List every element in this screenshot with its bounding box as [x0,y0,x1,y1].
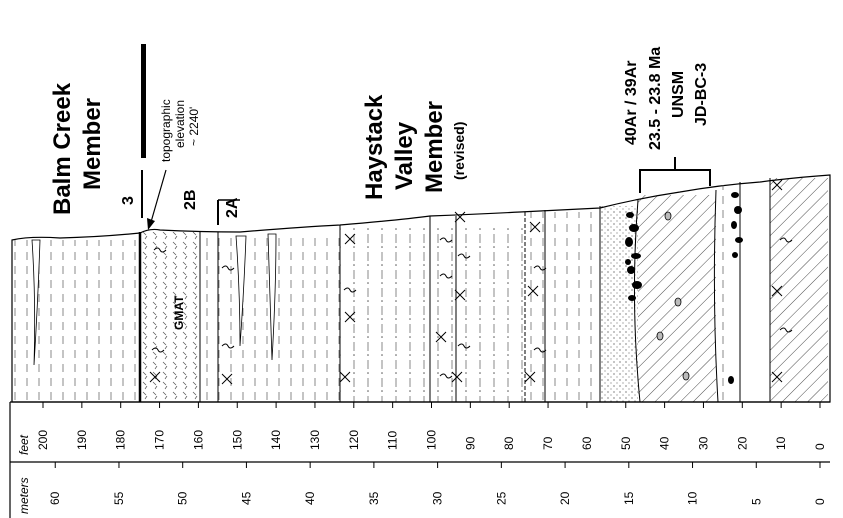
feet-tick-label: 200 [36,430,50,450]
conglomerate-clasts [625,192,743,384]
arrow-head [147,218,155,230]
ar-date-line-4: JD-BC-3 [693,63,710,126]
feet-tick-label: 10 [774,436,788,450]
unit-2b-label: 2B [182,190,199,210]
unit-2b-gmat [140,232,200,402]
revised-label: (revised) [451,122,467,180]
top-hatched-unit [770,178,828,402]
valley-label: Valley [391,121,418,190]
feet-tick-label: 50 [619,436,633,450]
feet-tick-label: 100 [425,430,439,450]
meter-tick-label: 0 [813,498,827,505]
topo-label-1: topographic [159,99,173,162]
topographic-bar [141,44,146,158]
topo-label-2: elevation [173,100,187,148]
meter-tick-label: 25 [494,491,508,505]
feet-tick-label: 120 [347,430,361,450]
unit-2a-label: 2A [224,197,241,218]
meter-tick-label: 10 [686,491,700,505]
sandstone-unit [600,206,638,402]
date-bracket [639,157,711,193]
gravel-unit [716,185,732,402]
meters-axis-label: meters [17,477,31,514]
meter-tick-label: 15 [622,491,636,505]
unit-3-label: 3 [120,196,137,205]
meter-tick-label: 50 [176,491,190,505]
member-label-1: Member [79,98,106,190]
feet-tick-label: 150 [230,430,244,450]
haystack-valley-lower [340,225,525,402]
feet-tick-label: 140 [269,430,283,450]
feet-tick-label: 30 [696,436,710,450]
meter-tick-label: 45 [239,491,253,505]
meter-tick-label: 60 [48,491,62,505]
topographic-arrow [150,169,167,223]
feet-tick-label: 170 [153,430,167,450]
feet-tick-label: 110 [386,431,400,450]
feet-tick-label: 80 [502,436,516,450]
feet-tick-label: 60 [580,436,594,450]
feet-tick-label: 20 [735,436,749,450]
meter-tick-label: 40 [303,491,317,505]
meter-tick-label: 5 [749,498,763,505]
balm-creek-label: Balm Creek [49,82,76,215]
ar-date-line-1: 40Ar / 39Ar [623,61,640,146]
balm-creek-unit-3 [14,240,140,402]
feet-axis-label: feet [17,434,31,455]
section-column [11,174,831,403]
meter-tick-label: 55 [112,491,126,505]
feet-tick-label: 40 [658,436,672,450]
ar-date-line-3: UNSM [670,71,687,118]
meter-tick-label: 30 [431,491,445,505]
meter-tick-label: 20 [558,491,572,505]
feet-tick-label: 190 [75,430,89,450]
feet-tick-label: 130 [308,430,322,450]
feet-tick-label: 180 [114,430,128,450]
feet-tick-label: 70 [541,436,555,450]
member-label-2: Member [421,101,448,193]
feet-tick-label: 160 [191,430,205,450]
topo-label-3: ~ 2240' [187,107,201,146]
feet-tick-label: 90 [463,436,477,450]
ar-date-line-2: 23.5 - 23.8 Ma [647,47,664,150]
haystack-valley-upper [525,212,600,402]
feet-tick-label: 0 [813,443,827,450]
haystack-label: Haystack [361,94,388,200]
meter-tick-label: 35 [367,491,381,505]
gmat-label: GMAT [172,295,186,330]
